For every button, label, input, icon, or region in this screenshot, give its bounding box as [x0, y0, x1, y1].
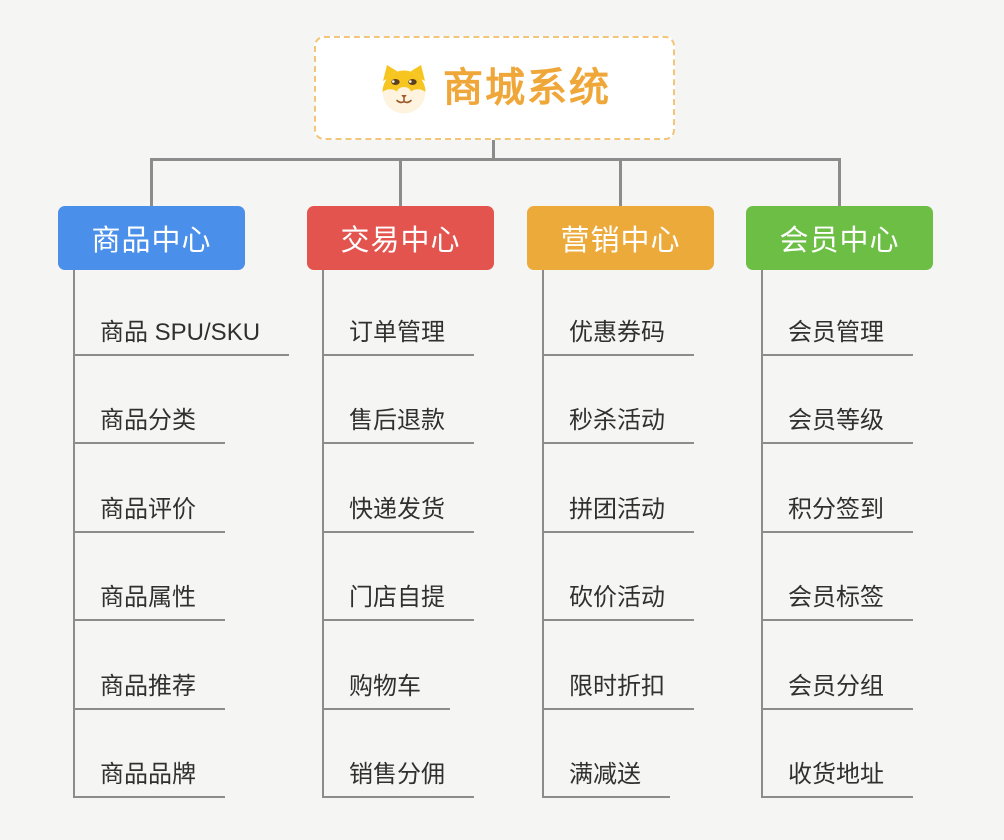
connector-drop-1 [150, 158, 153, 206]
branch-node-marketing-center[interactable]: 营销中心 [527, 206, 714, 270]
leaf-node[interactable]: 会员标签 [761, 582, 913, 621]
leaf-node[interactable]: 快递发货 [322, 494, 474, 533]
leaf-node[interactable]: 商品 SPU/SKU [73, 317, 290, 356]
branch-node-label: 交易中心 [340, 225, 461, 257]
leaf-node[interactable]: 满减送 [542, 759, 670, 798]
connector-drop-3 [619, 158, 622, 206]
leaf-node[interactable]: 会员等级 [761, 405, 913, 444]
connector-drop-4 [838, 158, 841, 206]
branch-node-label: 营销中心 [560, 225, 681, 257]
branch-node-product-center[interactable]: 商品中心 [58, 206, 245, 270]
leaf-node[interactable]: 会员管理 [761, 317, 913, 356]
leaf-node[interactable]: 商品品牌 [73, 759, 225, 798]
branch-node-trade-center[interactable]: 交易中心 [307, 206, 494, 270]
leaf-node[interactable]: 购物车 [322, 671, 450, 710]
connector-rail [150, 158, 841, 161]
leaf-node[interactable]: 商品推荐 [73, 671, 225, 710]
connector-root-stem [492, 140, 495, 161]
branch-node-label: 会员中心 [779, 225, 900, 257]
leaf-node[interactable]: 优惠券码 [542, 317, 694, 356]
leaf-node[interactable]: 门店自提 [322, 582, 474, 621]
root-node-label: 商城系统 [443, 66, 611, 110]
leaf-node[interactable]: 售后退款 [322, 405, 474, 444]
connector-branch-spine [73, 270, 75, 798]
leaf-node[interactable]: 限时折扣 [542, 671, 694, 710]
leaf-node[interactable]: 会员分组 [761, 671, 913, 710]
leaf-node[interactable]: 订单管理 [322, 317, 474, 356]
branch-node-member-center[interactable]: 会员中心 [746, 206, 933, 270]
leaf-node[interactable]: 商品属性 [73, 582, 225, 621]
branch-node-label: 商品中心 [91, 225, 212, 257]
connector-drop-2 [399, 158, 402, 206]
leaf-node[interactable]: 积分签到 [761, 494, 913, 533]
dog-face-icon [378, 62, 430, 114]
leaf-node[interactable]: 销售分佣 [322, 759, 474, 798]
leaf-node[interactable]: 秒杀活动 [542, 405, 694, 444]
connector-branch-spine [542, 270, 544, 798]
connector-branch-spine [322, 270, 324, 798]
leaf-node[interactable]: 砍价活动 [542, 582, 694, 621]
connector-branch-spine [761, 270, 763, 798]
leaf-node[interactable]: 拼团活动 [542, 494, 694, 533]
leaf-node[interactable]: 收货地址 [761, 759, 913, 798]
leaf-node[interactable]: 商品评价 [73, 494, 225, 533]
leaf-node[interactable]: 商品分类 [73, 405, 225, 444]
root-node-mall-system[interactable]: 商城系统 [314, 36, 675, 140]
